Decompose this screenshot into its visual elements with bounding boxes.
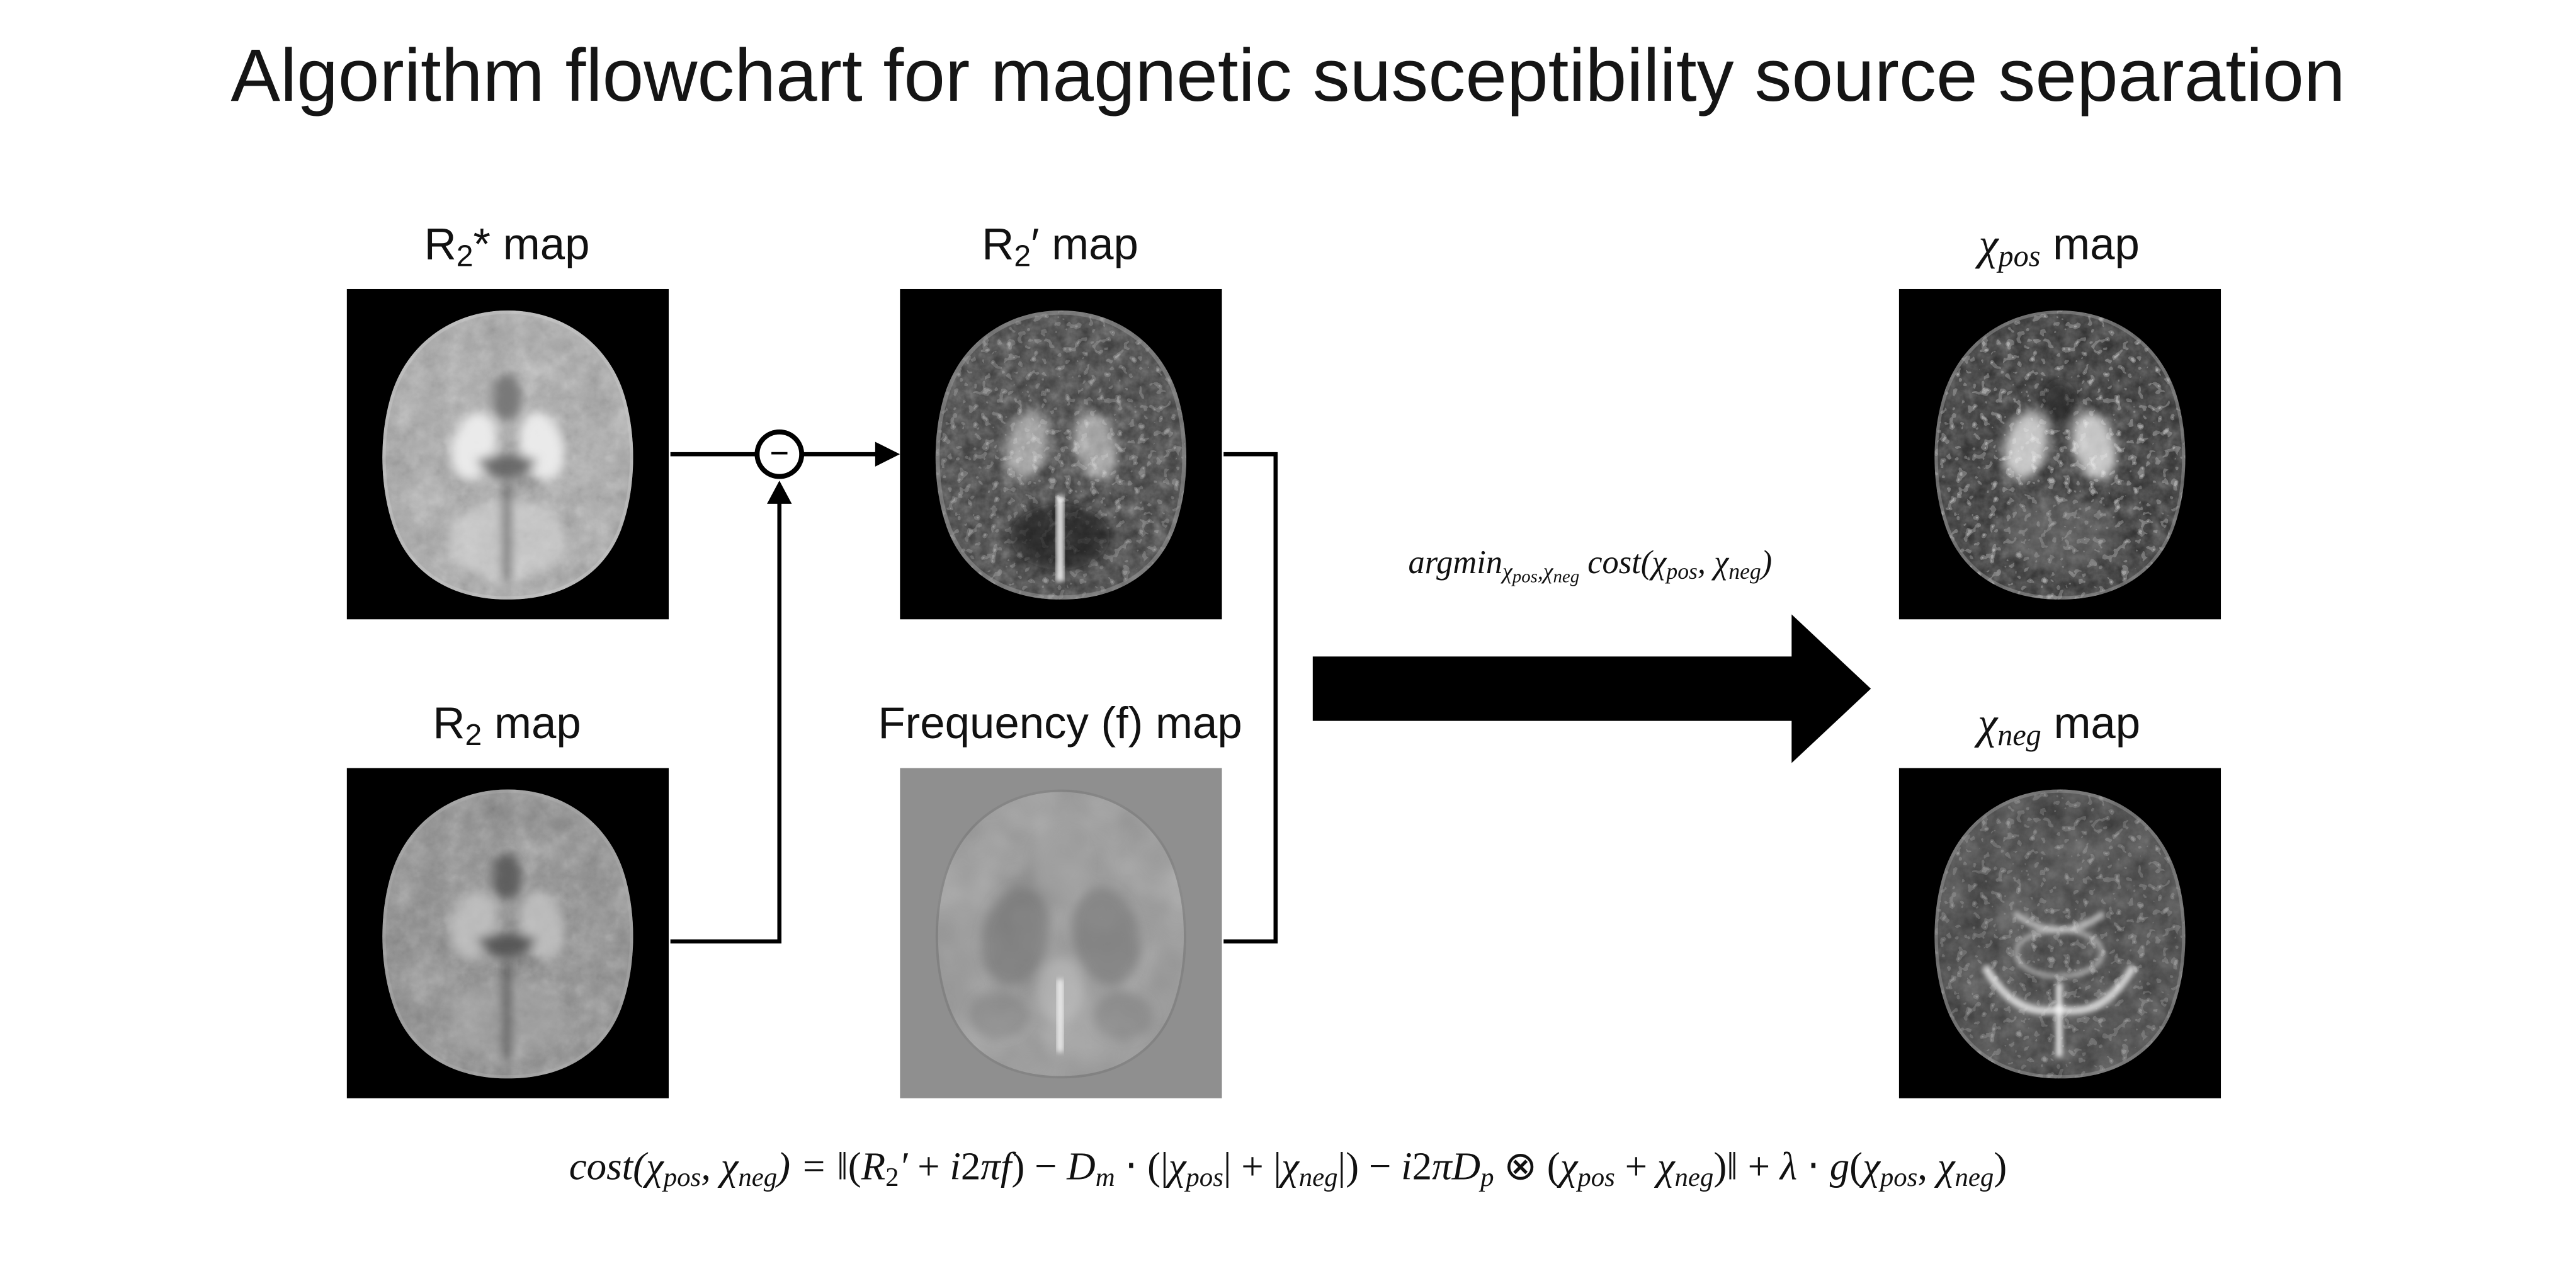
label-text: * map xyxy=(473,219,590,270)
brain-texture xyxy=(1934,789,2186,1079)
chipos-map-image xyxy=(1898,288,2221,620)
label-frequency-map: Frequency (f) map xyxy=(878,698,1242,749)
label-r2-map: R2 map xyxy=(433,698,581,753)
r2-map-image xyxy=(346,768,669,1098)
label-subscript: pos xyxy=(1998,239,2041,273)
label-subscript: 2 xyxy=(465,717,482,752)
label-subscript: 2 xyxy=(1014,237,1031,273)
label-text: R xyxy=(424,219,457,270)
label-chi-symbol: χ xyxy=(1978,698,1998,748)
label-chineg-map: χneg map xyxy=(1978,698,2140,753)
subtract-symbol: − xyxy=(769,436,790,473)
map-node-r2 xyxy=(346,768,669,1098)
cost-equation: cost(χpos, χneg) = ‖(R2′ + i2πf) − Dm ⋅ … xyxy=(569,1146,2007,1193)
r2prime-map-image xyxy=(900,288,1222,620)
map-node-frequency xyxy=(900,768,1222,1098)
page-title: Algorithm flowchart for magnetic suscept… xyxy=(230,33,2346,118)
arrow-line-r2-to-subtract xyxy=(670,495,782,944)
brain-texture xyxy=(1934,310,2186,600)
label-text: R xyxy=(982,219,1014,270)
label-chipos-map: χpos map xyxy=(1978,220,2140,275)
label-text: R xyxy=(433,698,465,748)
arrowhead-into-r2prime xyxy=(875,441,900,467)
map-node-chipos xyxy=(1898,288,2221,620)
brain-texture xyxy=(382,789,633,1079)
brain-texture xyxy=(382,310,633,600)
chineg-map-image xyxy=(1898,768,2221,1098)
label-text: map xyxy=(2040,219,2140,270)
map-node-r2prime xyxy=(900,288,1222,620)
label-subscript: 2 xyxy=(456,237,474,273)
frequency-map-image xyxy=(900,768,1222,1098)
label-r2star-map: R2* map xyxy=(424,220,590,275)
arrowhead-into-subtract-circle xyxy=(767,481,792,504)
subtract-operator-icon: − xyxy=(754,429,805,479)
map-node-chineg xyxy=(1898,768,2221,1098)
connector-bracket-outputs xyxy=(1223,452,1278,944)
label-text: map xyxy=(482,698,581,748)
label-subscript: neg xyxy=(1997,718,2041,752)
brain-texture xyxy=(935,789,1186,1079)
label-r2prime-map: R2′ map xyxy=(982,220,1138,275)
argmin-annotation: argminχpos,χneg cost(χpos, χneg) xyxy=(1408,545,1773,588)
label-text: Frequency (f) map xyxy=(878,698,1242,748)
solver-arrow xyxy=(1312,614,1871,763)
r2star-map-image xyxy=(346,288,669,620)
brain-texture xyxy=(935,310,1186,600)
map-node-r2star xyxy=(346,288,669,620)
label-text: map xyxy=(2041,698,2141,748)
label-text: ′ map xyxy=(1031,219,1138,270)
label-chi-symbol: χ xyxy=(1978,219,1999,270)
